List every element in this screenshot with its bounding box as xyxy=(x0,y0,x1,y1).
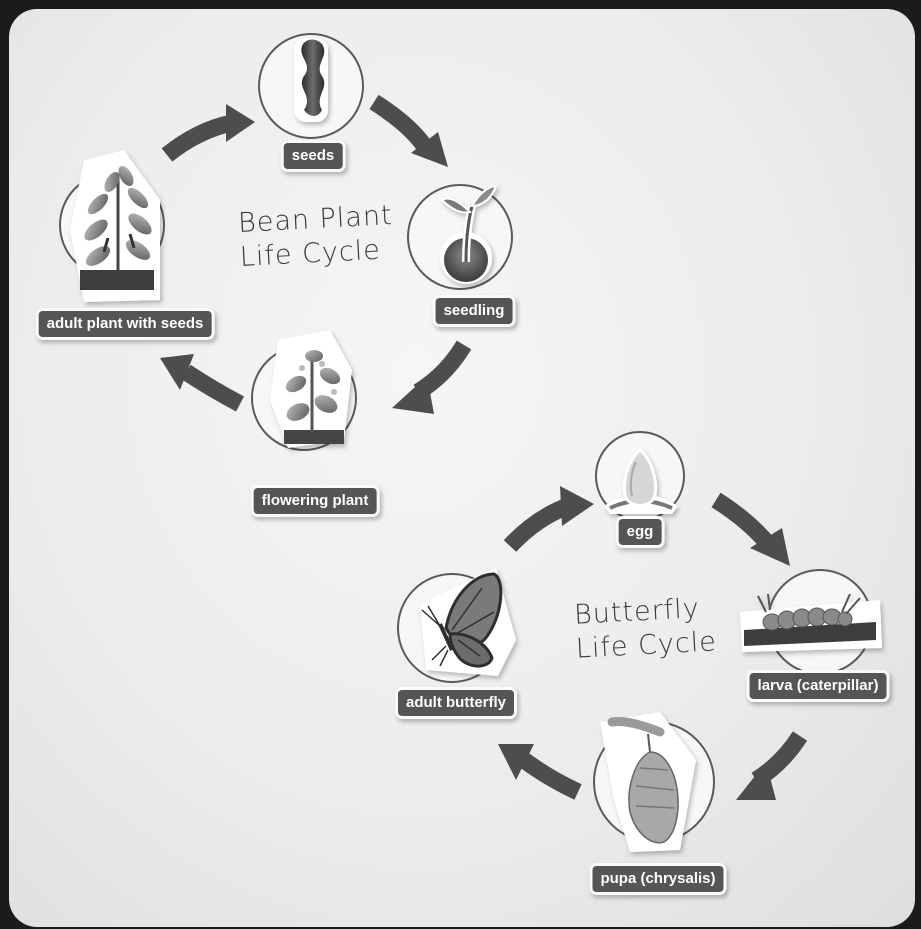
stage-label-pupa: pupa (chrysalis) xyxy=(592,866,724,892)
stage-label-larva: larva (caterpillar) xyxy=(749,673,887,699)
bean-cycle-arrowheads xyxy=(160,104,448,414)
stage-circle-pupa xyxy=(593,712,715,852)
caterpillar-icon xyxy=(740,593,882,652)
diagram-art xyxy=(59,33,882,852)
butterfly-cycle-title: Butterfly Life Cycle xyxy=(573,591,717,666)
chrysalis-icon xyxy=(600,712,696,852)
stage-label-adult-plant: adult plant with seeds xyxy=(38,311,212,337)
arrow-seeds-to-seedling xyxy=(369,94,435,155)
flowering-plant-icon xyxy=(270,330,352,448)
poster-board: Bean Plant Life Cycle Butterfly Life Cyc… xyxy=(9,9,915,927)
butterfly-cycle-arrowheads xyxy=(498,486,790,800)
stage-label-flowering-plant: flowering plant xyxy=(253,488,377,514)
stage-label-egg: egg xyxy=(618,519,662,545)
arrow-egg-to-larva xyxy=(711,492,775,550)
stage-circle-egg xyxy=(595,431,685,521)
seed-pod-icon xyxy=(294,38,328,122)
arrow-plant-to-seeds xyxy=(161,114,234,162)
arrow-pupa-to-butterfly xyxy=(518,753,582,800)
stage-circle-larva xyxy=(740,569,882,675)
sprout-icon xyxy=(440,184,498,284)
stage-label-adult-butterfly: adult butterfly xyxy=(398,690,514,716)
stage-label-seeds: seeds xyxy=(283,143,343,169)
stage-circle-seedling xyxy=(407,184,513,290)
butterfly-icon xyxy=(420,568,516,676)
stage-circle-adult-plant xyxy=(59,150,165,302)
stage-circle-flowering-plant xyxy=(251,330,357,451)
arrow-flowering-to-plant xyxy=(181,364,245,412)
bean-cycle-title: Bean Plant Life Cycle xyxy=(237,199,395,275)
arrow-butterfly-to-egg xyxy=(503,498,572,552)
leafy-plant-icon xyxy=(70,150,160,302)
stage-circle-seeds xyxy=(258,33,364,139)
stage-label-seedling: seedling xyxy=(435,298,513,324)
egg-icon xyxy=(604,448,678,514)
stage-circle-adult-butterfly xyxy=(397,568,516,683)
